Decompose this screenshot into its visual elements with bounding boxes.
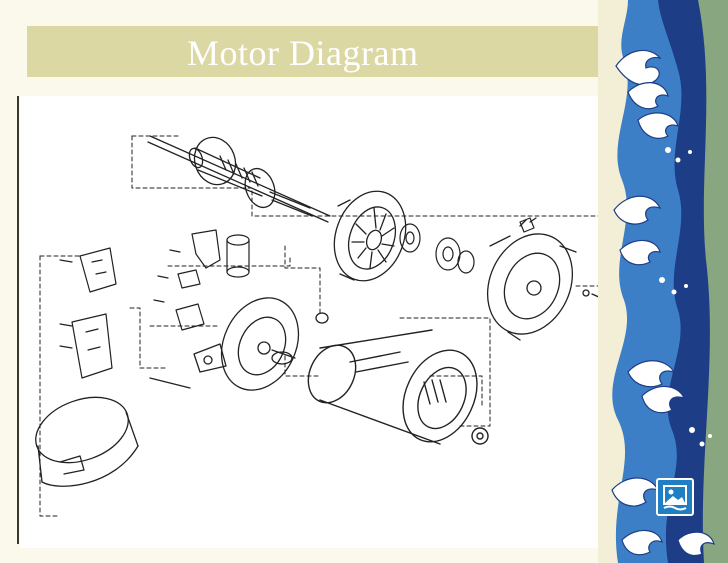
cooling-fan [333, 190, 407, 282]
stator-housing [307, 329, 489, 445]
bearing-parts [399, 217, 535, 274]
assembly-guide-lines [39, 135, 610, 517]
left-vertical-rule [17, 96, 19, 544]
image-placeholder-icon [663, 485, 687, 511]
picture-icon[interactable] [656, 478, 694, 516]
mounting-brackets [59, 229, 221, 379]
capacitor [226, 234, 250, 278]
slide-title: Motor Diagram [187, 33, 419, 73]
great-wave-decoration [598, 0, 728, 563]
rotor-shaft [147, 135, 331, 223]
end-bell-left [149, 297, 329, 391]
cover-band [35, 396, 139, 487]
title-band: Motor Diagram [27, 26, 601, 77]
end-bell-right [486, 217, 610, 341]
motor-exploded-diagram [20, 96, 610, 548]
